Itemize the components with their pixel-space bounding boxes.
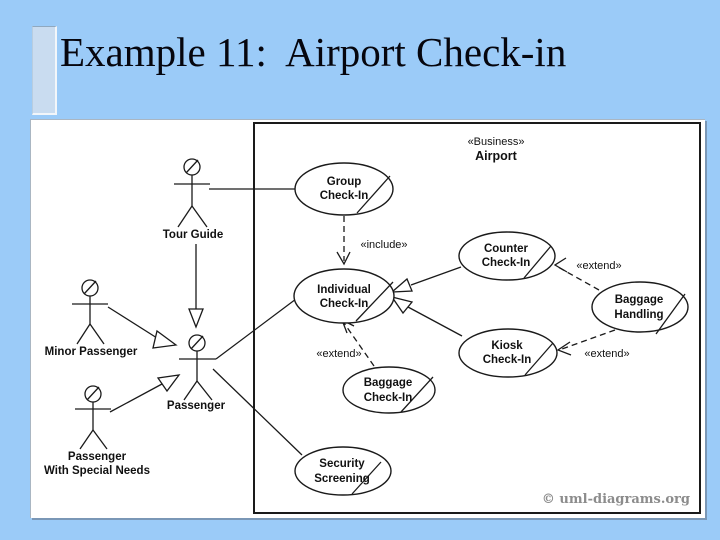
usecase-label: Individual	[317, 284, 371, 296]
extend-label-counter: «extend»	[576, 260, 621, 272]
actor-leg	[196, 380, 213, 401]
usecase-ellipse	[458, 328, 558, 378]
actor-minor-passenger: Minor Passenger	[45, 279, 138, 358]
subject-boundary	[253, 122, 701, 514]
usecase-label: Check-In	[320, 190, 369, 202]
actor-label: With Special Needs	[44, 465, 150, 477]
extend-label-kiosk: «extend»	[584, 348, 629, 360]
usecase-label: Kiosk	[491, 340, 523, 352]
usecase-label: Check-In	[482, 257, 531, 269]
actor-leg	[183, 380, 198, 401]
actor-leg	[92, 429, 108, 450]
usecase-label: Handling	[614, 309, 663, 321]
sketch-slash	[355, 281, 394, 322]
generalization-specialneeds-to-passenger	[109, 374, 181, 413]
sketch-slash	[400, 376, 434, 413]
association-passenger-individualcheckin	[215, 298, 297, 360]
generalization-triangle	[390, 277, 413, 293]
usecase-group-checkin: Group Check-In	[294, 162, 394, 216]
extend-label-baggage: «extend»	[316, 348, 361, 360]
include-label: «include»	[360, 239, 407, 251]
usecase-baggage-handling: Baggage Handling	[591, 281, 689, 335]
include-group-to-individual	[336, 216, 351, 266]
usecase-label: Check-In	[320, 298, 369, 310]
usecase-label: Screening	[314, 473, 370, 485]
generalization-tourguide-to-passenger	[188, 244, 204, 329]
head-slash	[86, 386, 100, 401]
usecase-ellipse	[293, 268, 395, 324]
sketch-slash	[524, 342, 554, 376]
usecase-ellipse	[294, 446, 392, 496]
actor-tour-guide: Tour Guide	[163, 158, 223, 241]
sketch-slash	[655, 293, 686, 335]
actor-label: Passenger	[68, 451, 127, 463]
sketch-slash	[523, 245, 552, 279]
usecase-label: Baggage	[364, 377, 413, 389]
usecase-baggage-checkin: Baggage Check-In	[342, 366, 436, 414]
sketch-slash	[351, 461, 382, 495]
generalization-line	[407, 306, 463, 337]
actor-label: Minor Passenger	[45, 346, 138, 358]
extend-baggagehandling-to-kiosk	[556, 329, 616, 356]
generalization-triangle	[156, 374, 181, 393]
subject-name: Airport	[475, 149, 518, 163]
actor-leg	[191, 205, 208, 228]
generalization-counter-to-individual	[390, 266, 462, 293]
head-slash	[83, 280, 97, 295]
usecase-security-screening: Security Screening	[294, 446, 392, 496]
extend-dashed-line	[343, 322, 375, 367]
usecase-ellipse	[591, 281, 689, 333]
usecase-label: Check-In	[364, 392, 413, 404]
generalization-line	[107, 306, 158, 339]
actor-passenger: Passenger	[167, 334, 226, 412]
usecase-individual-checkin: Individual Check-In	[293, 268, 395, 324]
generalization-triangle	[390, 295, 414, 315]
head-slash	[190, 335, 204, 350]
extend-baggagehandling-to-counter	[553, 257, 600, 291]
actor-label: Tour Guide	[163, 229, 223, 241]
open-arrowhead	[556, 341, 572, 356]
usecase-label: Counter	[484, 243, 529, 255]
actor-leg	[76, 323, 91, 345]
copyright-watermark: © uml-diagrams.org	[542, 492, 690, 507]
association-passenger-securityscreening	[212, 368, 303, 456]
actor-leg	[177, 205, 193, 228]
extend-dashed-line	[561, 329, 616, 350]
open-arrowhead	[553, 257, 568, 273]
slide-title: Example 11: Airport Check-in	[60, 29, 567, 75]
actor-leg	[79, 429, 94, 450]
actor-label: Passenger	[167, 400, 226, 412]
usecase-kiosk-checkin: Kiosk Check-In	[458, 328, 558, 378]
actor-passenger-special-needs: Passenger With Special Needs	[44, 385, 150, 477]
usecase-label: Baggage	[615, 294, 664, 306]
usecase-ellipse	[294, 162, 394, 216]
usecase-label: Security	[319, 458, 365, 470]
generalization-kiosk-to-individual	[390, 295, 463, 337]
usecase-ellipse	[342, 366, 436, 414]
generalization-line	[410, 266, 462, 286]
head-slash	[185, 159, 199, 174]
sketch-slash	[356, 175, 391, 214]
extend-dashed-line	[557, 266, 600, 291]
accent-bar	[32, 26, 57, 115]
subject-stereotype: «Business»	[468, 136, 525, 148]
generalization-triangle	[188, 308, 204, 329]
generalization-triangle	[152, 329, 178, 349]
usecase-label: Group	[327, 176, 362, 188]
generalization-minorpassenger-to-passenger	[107, 306, 178, 349]
generalization-line	[109, 383, 163, 413]
open-arrowhead	[336, 251, 351, 266]
usecase-ellipse	[458, 231, 556, 281]
actor-leg	[89, 323, 105, 345]
usecase-label: Check-In	[483, 354, 532, 366]
usecase-counter-checkin: Counter Check-In	[458, 231, 556, 281]
